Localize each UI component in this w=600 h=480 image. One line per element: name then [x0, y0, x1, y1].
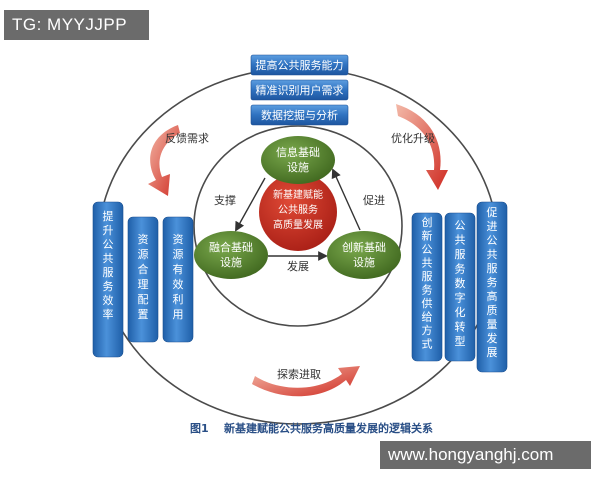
pillar-char: 资 — [173, 233, 184, 246]
figure-caption: 图1 新基建赋能公共服务高质量发展的逻辑关系 — [190, 421, 433, 435]
svg-text:设施: 设施 — [353, 256, 375, 269]
right-pillar-2 — [444, 212, 476, 362]
pillar-char: 资 — [138, 233, 149, 246]
pillar-char: 置 — [138, 308, 149, 321]
edge-label-promote: 促进 — [363, 193, 385, 207]
explore-arrow — [252, 366, 360, 397]
pillar-char: 务 — [455, 263, 466, 276]
edge-top-left — [235, 177, 266, 232]
left-pillar-1 — [92, 201, 124, 358]
pillar-char: 给 — [422, 311, 433, 324]
pillar-char: 率 — [103, 307, 114, 321]
pillar-char: 展 — [487, 346, 498, 359]
center-text-3: 高质量发展 — [273, 218, 323, 231]
left-pillar-2 — [127, 216, 159, 343]
feedback-arrow — [148, 125, 180, 196]
top-box-1: 提高公共服务能力 — [250, 54, 349, 76]
svg-text:设施: 设施 — [220, 256, 242, 269]
optimize-label: 优化升级 — [391, 131, 435, 145]
pillar-char: 供 — [422, 296, 433, 310]
pillar-char: 型 — [455, 334, 466, 348]
edge-label-develop: 发展 — [287, 259, 309, 273]
pillar-char: 数 — [455, 277, 466, 290]
pillar-char: 用 — [173, 308, 184, 321]
left-pillar-3 — [162, 216, 194, 343]
feedback-label: 反馈需求 — [165, 132, 209, 145]
pillar-char: 利 — [173, 293, 184, 306]
optimize-arrow — [396, 104, 448, 190]
top-box-3: 数据挖掘与分析 — [250, 104, 349, 126]
watermark-bottom: www.hongyanghj.com — [380, 441, 591, 469]
inner-ring — [193, 125, 403, 327]
pillar-char: 公 — [455, 219, 466, 232]
pillar-char: 服 — [103, 266, 114, 279]
pillar-char: 发 — [487, 331, 498, 345]
pillar-char: 务 — [487, 276, 498, 289]
pillar-char: 理 — [138, 278, 149, 291]
pillar-char: 质 — [487, 304, 498, 317]
pillar-char: 服 — [487, 262, 498, 275]
explore-label: 探索进取 — [277, 367, 321, 381]
pillar-char: 提 — [103, 210, 114, 223]
center-text-2: 公共服务 — [278, 203, 318, 216]
top-box-3-label: 数据挖掘与分析 — [261, 108, 338, 122]
svg-text:设施: 设施 — [287, 161, 309, 174]
pillar-char: 公 — [487, 234, 498, 247]
pillar-char: 高 — [487, 289, 498, 303]
top-box-1-label: 提高公共服务能力 — [256, 58, 344, 72]
pillar-char: 促 — [487, 205, 498, 219]
center-circle — [259, 173, 337, 251]
pillar-char: 转 — [455, 320, 466, 334]
pillar-char: 量 — [487, 318, 498, 331]
edge-right-top — [331, 168, 361, 231]
pillar-char: 服 — [422, 270, 433, 283]
node-innovation-infrastructure: 创新基础 设施 — [327, 231, 401, 279]
top-box-2-label: 精准识别用户需求 — [256, 83, 344, 97]
pillar-char: 共 — [487, 248, 498, 261]
pillar-char: 共 — [455, 234, 466, 247]
pillar-char: 务 — [422, 284, 433, 297]
pillar-char: 公 — [422, 243, 433, 256]
node-fusion-infrastructure: 融合基础 设施 — [194, 231, 268, 279]
pillar-char: 新 — [422, 229, 433, 243]
top-box-2: 精准识别用户需求 — [250, 79, 349, 101]
svg-text:创新基础: 创新基础 — [342, 240, 386, 254]
pillar-char: 合 — [138, 262, 149, 276]
pillar-char: 服 — [455, 248, 466, 261]
center-text-1: 新基建赋能 — [273, 188, 323, 201]
pillar-char: 源 — [138, 247, 149, 261]
pillar-char: 源 — [173, 247, 184, 261]
pillar-char: 效 — [103, 293, 114, 307]
pillar-char: 化 — [455, 305, 466, 319]
svg-text:信息基础: 信息基础 — [276, 145, 320, 159]
right-pillar-1 — [411, 212, 443, 362]
pillar-char: 创 — [422, 216, 433, 229]
node-info-infrastructure: 信息基础 设施 — [261, 136, 335, 184]
pillar-char: 字 — [455, 291, 466, 305]
pillar-char: 共 — [103, 252, 114, 265]
pillar-char: 共 — [422, 257, 433, 270]
pillar-char: 进 — [487, 220, 498, 233]
pillar-char: 升 — [103, 224, 114, 237]
pillar-char: 有 — [173, 262, 184, 276]
pillar-char: 方 — [422, 323, 433, 337]
pillar-char: 效 — [173, 277, 184, 291]
pillar-char: 配 — [138, 293, 149, 306]
watermark-top: TG: MYYJJPP — [4, 10, 149, 40]
pillar-char: 公 — [103, 238, 114, 251]
edge-label-support: 支撑 — [214, 193, 236, 207]
pillar-char: 务 — [103, 280, 114, 293]
pillar-char: 式 — [422, 338, 433, 351]
right-pillar-3 — [476, 201, 508, 373]
svg-text:融合基础: 融合基础 — [209, 240, 253, 254]
